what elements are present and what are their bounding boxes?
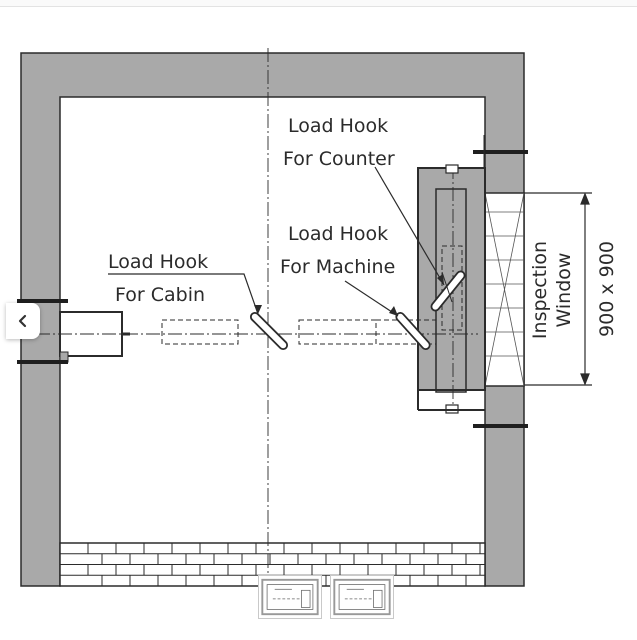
label-hook-machine-line2: For Machine xyxy=(280,256,395,278)
label-hook-counter-line1: Load Hook xyxy=(288,115,388,137)
counterweight-dashed xyxy=(441,245,463,331)
load-hook-cabin xyxy=(249,311,289,351)
cabin-rail-dashed xyxy=(161,319,239,345)
previous-image-button[interactable] xyxy=(6,303,40,339)
thumbnail-2-image xyxy=(333,578,391,616)
chevron-left-icon xyxy=(18,314,27,328)
leader-machine xyxy=(344,280,399,317)
load-hook-counter xyxy=(430,270,466,312)
label-window: Window xyxy=(553,253,575,328)
dimension-line xyxy=(524,192,592,386)
viewer-top-border xyxy=(0,0,637,7)
load-hook-machine xyxy=(395,311,431,351)
label-hook-counter-line2: For Counter xyxy=(283,148,395,170)
counterweight-frame xyxy=(417,164,486,414)
machine-rail-dashed xyxy=(298,319,377,345)
label-hook-machine-line1: Load Hook xyxy=(288,223,388,245)
label-hook-cabin-line1: Load Hook xyxy=(108,251,208,273)
label-inspection: Inspection xyxy=(529,241,551,339)
leader-counter xyxy=(374,166,445,286)
label-hook-cabin-line2: For Cabin xyxy=(115,284,205,306)
thumbnail-1-image xyxy=(261,578,319,616)
thumbnail-1[interactable] xyxy=(258,575,322,619)
label-dimension: 900 x 900 xyxy=(596,241,618,337)
thumbnail-2[interactable] xyxy=(330,575,394,619)
leader-cabin xyxy=(108,273,259,315)
